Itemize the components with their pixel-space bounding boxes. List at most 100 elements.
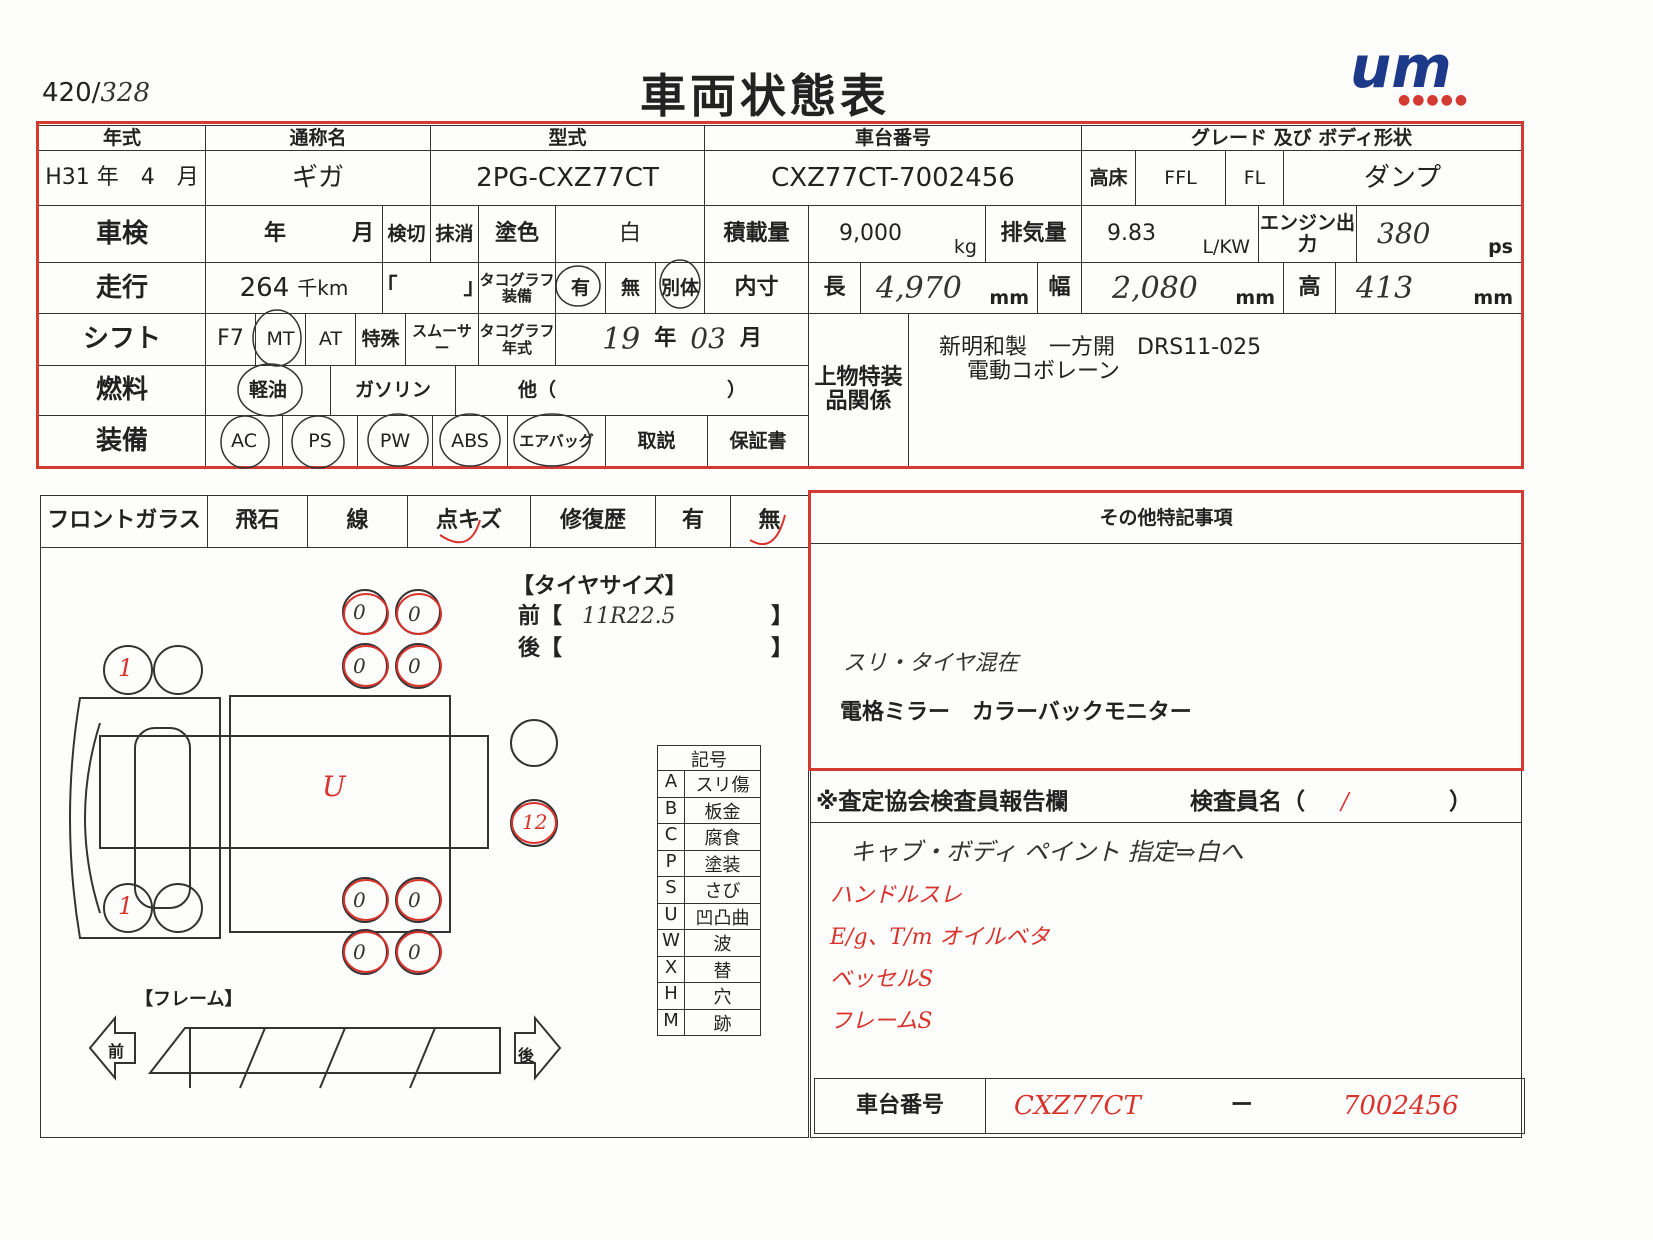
legend-code: S	[658, 877, 685, 903]
tire-mark: 0	[353, 888, 366, 912]
legend-meaning: 波	[713, 934, 732, 955]
body-equip-label: 上物特装品関係	[808, 313, 909, 467]
grade-high-floor: 高床	[1081, 150, 1136, 206]
divider	[810, 822, 1522, 823]
cab-outline	[69, 697, 221, 939]
legend-code: B	[658, 797, 685, 823]
legend-code: W	[658, 930, 685, 956]
legend-code: X	[658, 956, 685, 982]
load-label: 積載量	[704, 205, 809, 263]
grade-ffl: FFL	[1135, 150, 1226, 206]
tire-size-title: 【タイヤサイズ】	[512, 574, 687, 599]
legend-code: A	[658, 771, 685, 797]
legend-code: C	[658, 824, 685, 850]
tacho-separate: 別体	[655, 262, 705, 314]
legend-meaning: 替	[713, 960, 732, 982]
shift-at: AT	[305, 313, 356, 366]
tacho-year-label: タコグラフ年式	[478, 313, 556, 366]
tire-mark: 0	[408, 888, 421, 912]
report-red-notes: ハンドルスレ E/g、T/m オイルベタ ベッセルS フレームS	[830, 875, 1050, 1043]
legend-meaning: 穴	[713, 987, 732, 1008]
massho: 抹消	[430, 205, 479, 263]
other-note-line: 電格ミラー カラーバックモニター	[840, 700, 1192, 725]
tire-mark: 1	[118, 654, 134, 682]
inspector-name: 検査員名（/）	[1190, 789, 1472, 815]
tire-mark: 0	[408, 654, 421, 678]
legend-meaning: さび	[704, 881, 741, 902]
header-name: 通称名	[205, 125, 431, 151]
repair-history-label: 修復歴	[530, 495, 656, 548]
year-value: H31 年 4 月	[38, 150, 206, 206]
equip-abs: ABS	[432, 415, 508, 467]
body-damage-mark: U	[322, 770, 346, 803]
fuel-label: 燃料	[38, 365, 206, 416]
legend-code: U	[658, 903, 685, 929]
shift-smoother: スムーサー	[405, 313, 479, 366]
report-red-line: ベッセルS	[830, 967, 934, 992]
report-red-line: フレームS	[830, 1009, 933, 1034]
tire-mark: 1	[118, 892, 134, 920]
report-red-line: ハンドルスレ	[830, 883, 963, 908]
grade-fl: FL	[1225, 150, 1284, 206]
tire-front: 前【11R22.5】	[518, 604, 793, 629]
shaken-date: 年 月	[205, 205, 383, 263]
tacho-no: 無	[605, 262, 656, 314]
color-label: 塗色	[478, 205, 556, 263]
other-notes-title: その他特記事項	[811, 493, 1521, 544]
header-grade: グレード 及び ボディ形状	[1081, 125, 1522, 151]
legend-title: 記号	[658, 746, 760, 771]
mileage-bracket: 「 」	[376, 262, 486, 314]
rear-arrow-icon	[514, 1015, 562, 1081]
tire-rear: 後【】	[518, 636, 793, 661]
other-note-line: スリ・タイヤ混在	[843, 651, 1019, 676]
shift-f7: F7	[205, 313, 256, 366]
cargo-bed-outline	[229, 695, 451, 933]
tire-mark: 0	[353, 940, 366, 964]
body-type: ダンプ	[1283, 150, 1522, 206]
windshield-chip: 飛石	[207, 495, 308, 548]
frame-label: 【フレーム】	[135, 989, 243, 1010]
equip-ac: AC	[205, 415, 283, 467]
equip-airbag: エアバッグ	[507, 415, 606, 467]
report-title: ※査定協会検査員報告欄	[816, 789, 1069, 815]
front-label: 前	[108, 1042, 125, 1061]
tacho-yes: 有	[555, 262, 606, 314]
mileage-label: 走行	[38, 262, 206, 314]
legend-row: U 凹凸曲	[658, 903, 760, 930]
equip-warranty: 保証書	[707, 415, 809, 467]
fuel-other: 他（ ）	[455, 365, 809, 416]
fuel-diesel: 軽油	[205, 365, 331, 416]
front-arrow-icon	[88, 1015, 136, 1081]
tire-mark: 0	[353, 600, 366, 624]
windshield-label: フロントガラス	[40, 495, 208, 548]
tire-mark: 0	[408, 940, 421, 964]
legend-meaning: 凹凸曲	[695, 907, 750, 929]
equip-label: 装備	[38, 415, 206, 467]
height-label: 高	[1283, 262, 1336, 314]
chassis-outline	[99, 735, 489, 849]
company-logo: um ●●●●●	[1350, 33, 1470, 108]
legend-code: P	[658, 850, 685, 876]
legend-meaning: 腐食	[704, 828, 741, 849]
width-label: 幅	[1037, 262, 1082, 314]
rear-label: 後	[518, 1046, 535, 1065]
engine-label: エンジン出力	[1258, 205, 1357, 263]
tire-mark: 0	[408, 602, 421, 626]
inner-dim-label: 内寸	[704, 262, 809, 314]
repair-yes: 有	[655, 495, 731, 548]
header-model: 型式	[430, 125, 705, 151]
